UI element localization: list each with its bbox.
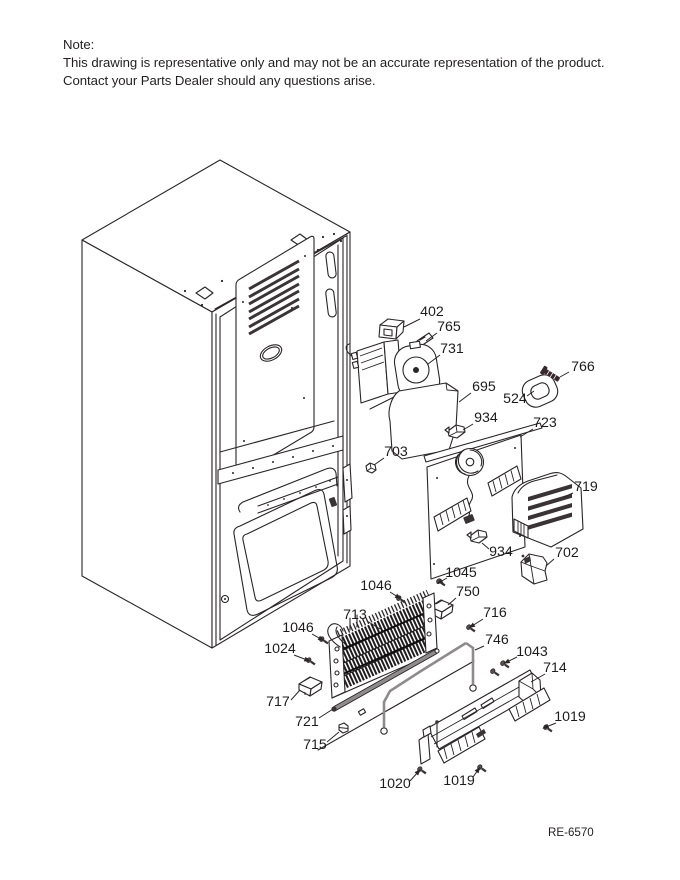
- leader-line-934: [481, 542, 490, 550]
- callout-label-723: 723: [533, 415, 557, 431]
- leader-arrow-1046: [394, 593, 402, 600]
- leader-line-765: [425, 332, 438, 342]
- damper-702: [520, 553, 548, 585]
- rear-vent-slats: [248, 259, 300, 336]
- callout-label-1024: 1024: [264, 641, 296, 657]
- refrigerator-cabinet: [81, 159, 353, 649]
- leader-line-934: [462, 423, 474, 431]
- callout-label-721: 721: [295, 714, 319, 730]
- leader-arrow-1019: [542, 723, 550, 729]
- clip-934-lower: [466, 529, 488, 544]
- leader-line-702: [545, 558, 555, 567]
- leader-line-713: [366, 620, 381, 630]
- leader-line-402: [403, 318, 421, 328]
- screw-716: [466, 624, 476, 633]
- leader-arrow-1019: [474, 766, 481, 774]
- back-wall-hole: [259, 344, 283, 362]
- callout-label-717: 717: [266, 694, 290, 710]
- callout-label-765: 765: [437, 319, 461, 335]
- side-wall-slot: [325, 251, 337, 279]
- top-cutout: [195, 286, 214, 300]
- side-wall-slot: [325, 288, 337, 318]
- callout-label-1043: 1043: [516, 644, 548, 660]
- screw-1043-b: [490, 668, 500, 677]
- connector-717: [298, 676, 323, 697]
- clip-402: [378, 318, 405, 340]
- leader-line-731: [427, 354, 441, 365]
- clip-934-upper: [444, 424, 466, 439]
- callout-label-524: 524: [503, 391, 527, 407]
- air-duct-719: [511, 472, 584, 548]
- grommet-524: [521, 374, 559, 408]
- callout-label-702: 702: [555, 545, 579, 561]
- leader-arrow-1043: [503, 658, 511, 664]
- compartment-divider: [217, 435, 344, 485]
- freezer-basin: [233, 488, 338, 616]
- callout-label-1046: 1046: [282, 620, 314, 636]
- callout-label-1019: 1019: [443, 773, 475, 789]
- note-line-1: This drawing is representative only and …: [63, 55, 605, 71]
- leader-line-524: [526, 390, 535, 397]
- callout-label-750: 750: [456, 584, 480, 600]
- freezer-latch: [328, 497, 338, 507]
- wire-connector: [463, 514, 475, 524]
- leader-arrow-1020: [414, 769, 421, 776]
- screw-766: [540, 365, 560, 382]
- cabinet-left-face: [81, 239, 213, 649]
- leader-line-714: [530, 673, 546, 683]
- screw-703: [365, 462, 377, 474]
- callout-label-719: 719: [574, 479, 598, 495]
- callout-label-1045: 1045: [445, 565, 477, 581]
- leader-line-746: [474, 645, 485, 651]
- tube-715: [317, 660, 475, 751]
- fan-wire: [467, 475, 473, 518]
- drawing-reference: RE-6570: [548, 826, 594, 839]
- callout-label-714: 714: [543, 660, 567, 676]
- fan-opening: [455, 447, 485, 477]
- callout-label-703: 703: [384, 444, 408, 460]
- leader-line-723: [519, 428, 534, 438]
- leader-line-715: [326, 731, 340, 743]
- callout-label-1046: 1046: [360, 578, 392, 594]
- callout-label-934: 934: [474, 410, 498, 426]
- callout-label-766: 766: [571, 359, 595, 375]
- leader-arrow-716: [468, 622, 476, 629]
- callout-label-713: 713: [343, 607, 367, 623]
- drain-pan-714: [418, 669, 551, 765]
- fan-motor-731: [345, 339, 441, 414]
- callout-label-402: 402: [420, 304, 444, 320]
- leader-line-717: [290, 689, 301, 701]
- leader-line-719: [563, 492, 574, 498]
- drain-tube-746: [380, 641, 477, 735]
- leader-line-703: [373, 457, 385, 466]
- callout-label-716: 716: [483, 605, 507, 621]
- leader-arrow-1046: [317, 635, 325, 641]
- screw-1043-a: [500, 660, 510, 669]
- screw-1024: [306, 657, 316, 666]
- callout-label-731: 731: [440, 341, 464, 357]
- drain-hole: [220, 594, 230, 604]
- note-title: Note:: [63, 37, 95, 52]
- callout-label-934: 934: [489, 544, 513, 560]
- leader-line-750: [447, 597, 457, 606]
- callout-label-1019: 1019: [554, 709, 586, 725]
- note-line-2: Contact your Parts Dealer should any que…: [63, 73, 376, 89]
- callout-label-746: 746: [485, 632, 509, 648]
- leader-line-766: [559, 371, 570, 378]
- callout-label-715: 715: [303, 737, 327, 753]
- evaporator-713: [327, 589, 438, 699]
- leader-arrow-1045: [436, 578, 444, 584]
- leader-line-695: [458, 392, 472, 403]
- leader-line-721: [318, 708, 334, 719]
- rail-bracket: [342, 505, 352, 535]
- evap-cover-723: [423, 422, 543, 580]
- note-block: Note: This drawing is representative onl…: [63, 36, 605, 91]
- leader-arrow-1024: [303, 656, 311, 662]
- rail-bracket: [342, 463, 353, 503]
- callout-label-695: 695: [472, 379, 496, 395]
- heater-tube-721: [331, 648, 440, 712]
- callout-label-1020: 1020: [379, 776, 411, 792]
